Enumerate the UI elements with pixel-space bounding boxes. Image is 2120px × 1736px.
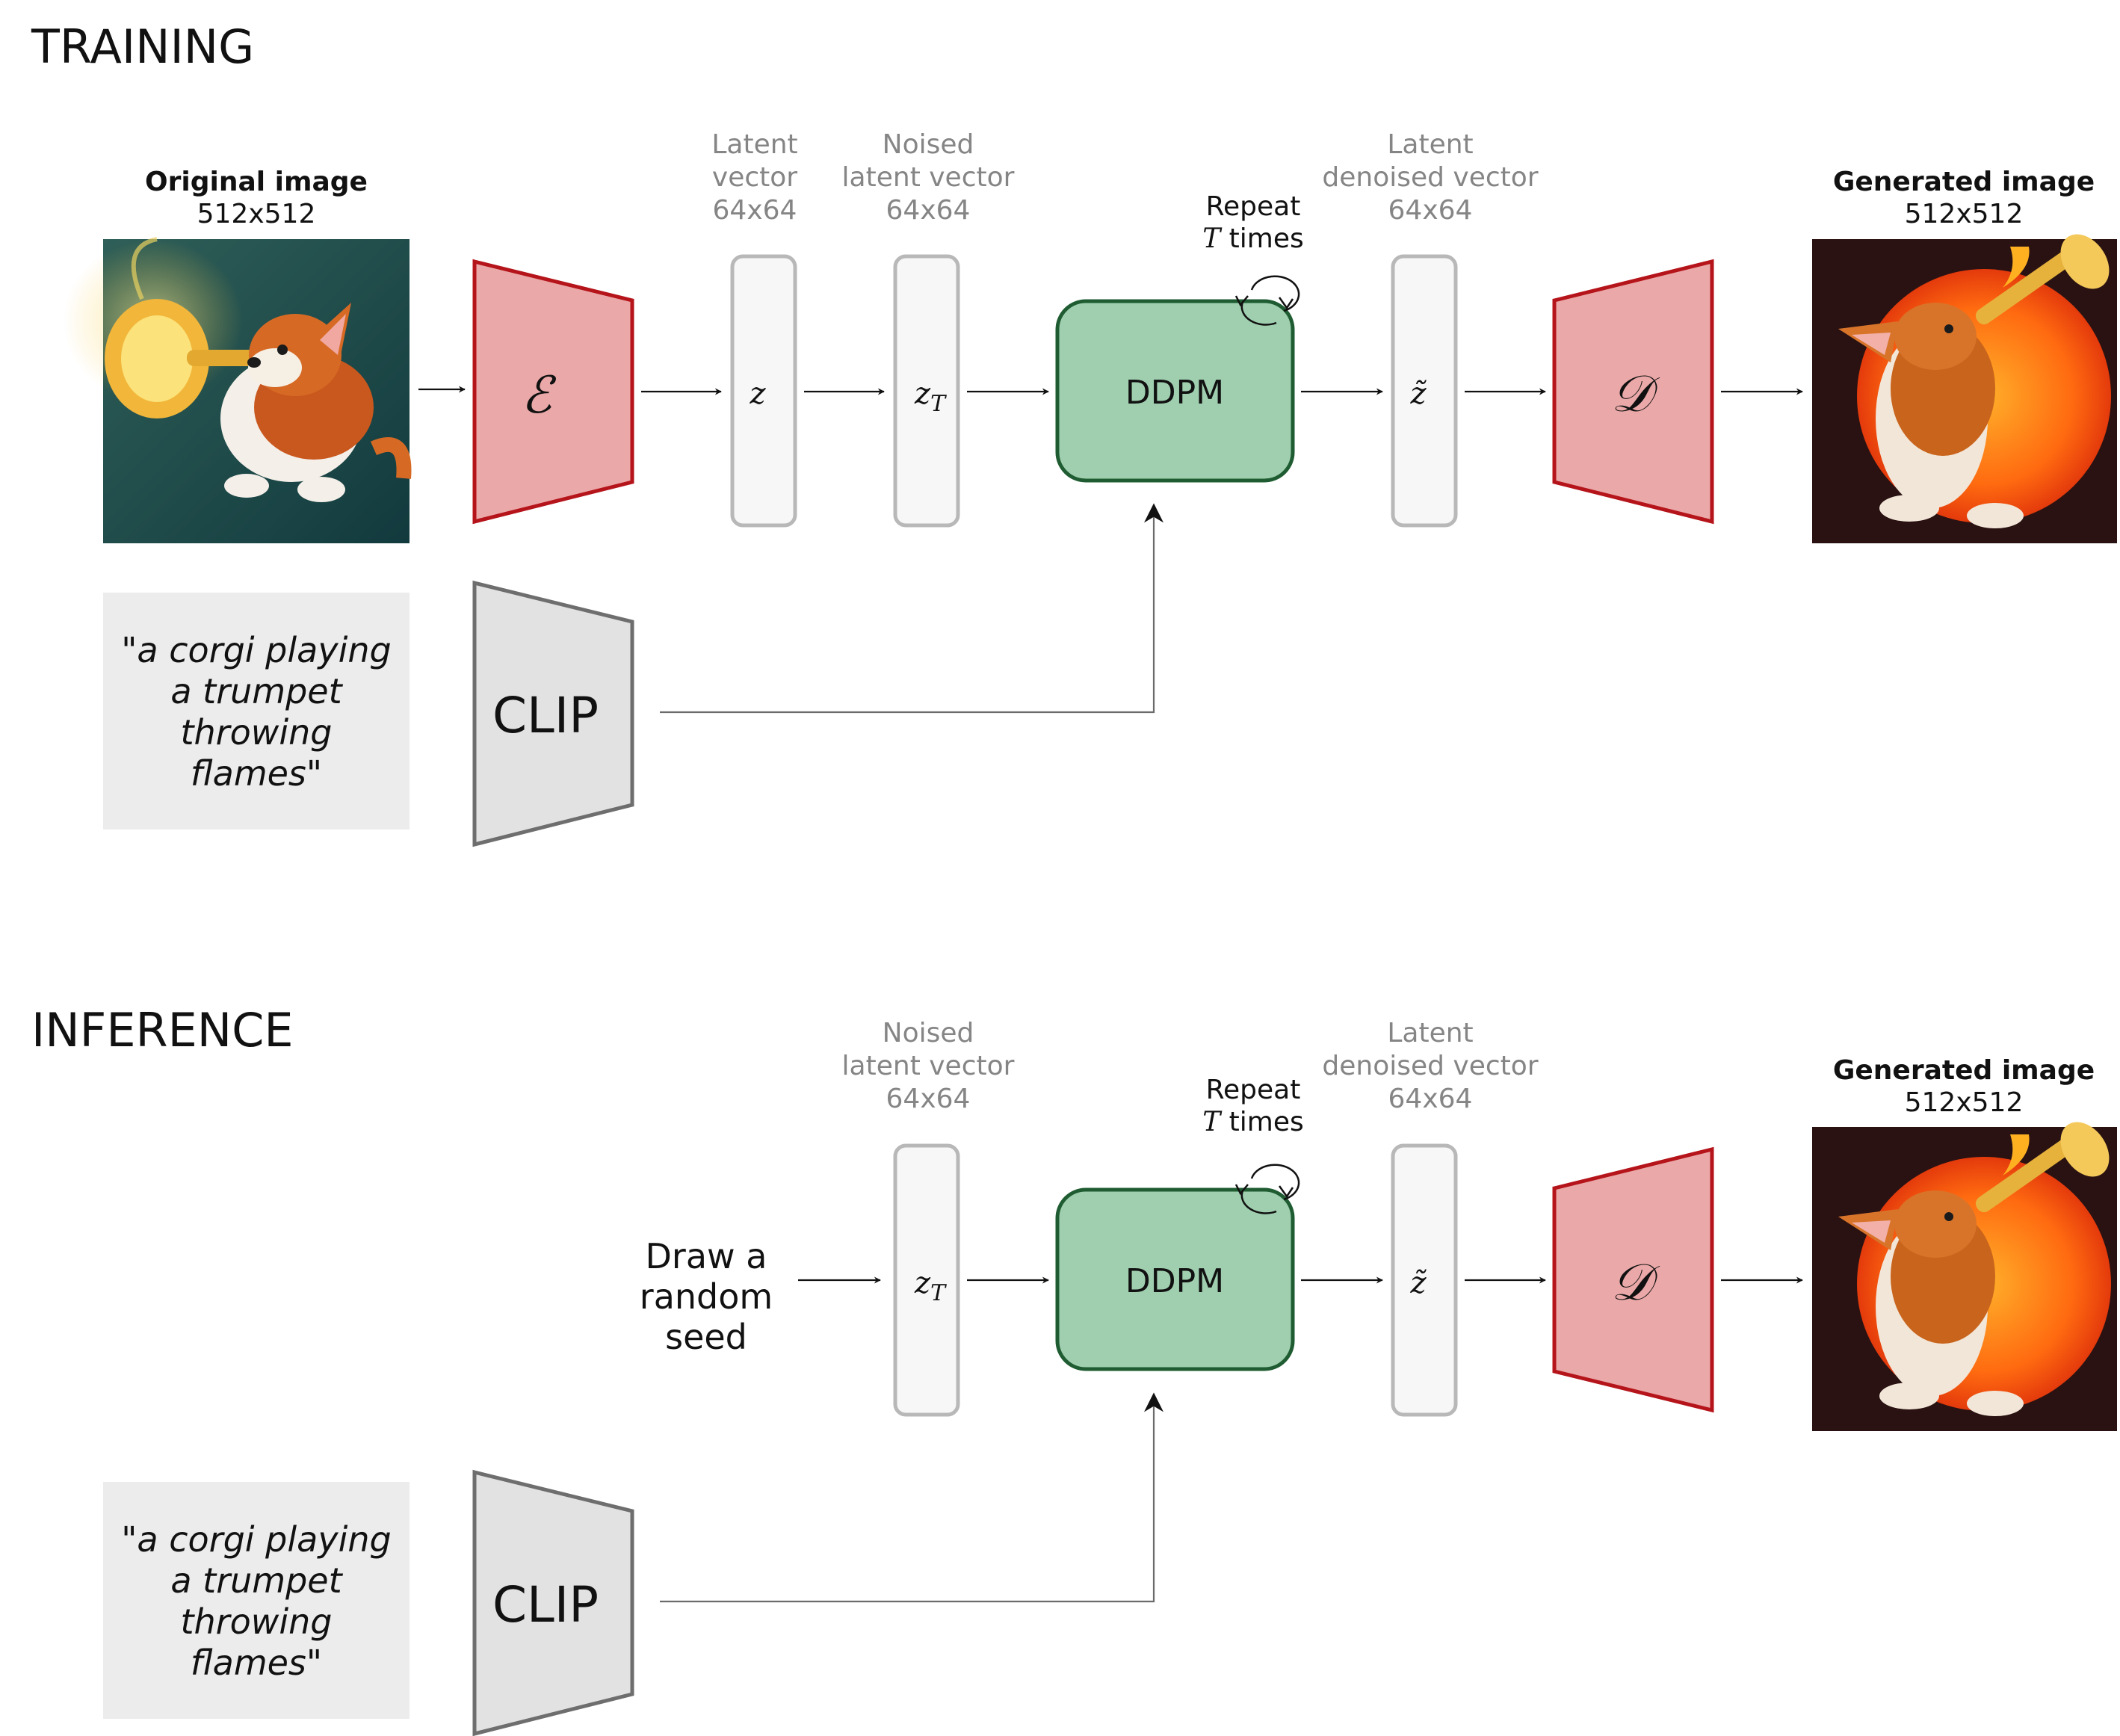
generated-image [1812, 234, 2117, 543]
generated-image-title: Generated image [1833, 167, 2095, 197]
inf-prompt-line-3: throwing [180, 1601, 332, 1642]
noised-vector-label-2: latent vector [842, 162, 1015, 193]
inf-denoised-vector-label-2: denoised vector [1322, 1051, 1538, 1081]
latent-vector-label-3: 64x64 [713, 195, 797, 226]
inf-prompt-line-2: a trumpet [170, 1560, 343, 1601]
encoder: ℰ [472, 259, 634, 525]
prompt-line-1: "a corgi playing [121, 630, 391, 670]
inf-noised-vector-symbol: zT [914, 1266, 947, 1306]
denoised-vector-label-2: denoised vector [1322, 162, 1538, 193]
decoder-shape [1552, 259, 1714, 525]
denoised-vector-symbol: z̃ [1409, 377, 1427, 411]
repeat-label-2: T times [1202, 223, 1304, 254]
inf-clip-label: CLIP [492, 1576, 599, 1634]
inf-denoised-vector-symbol: z̃ [1409, 1266, 1427, 1300]
inf-noised-vector-label-3: 64x64 [886, 1084, 971, 1114]
inf-prompt-box [103, 1482, 410, 1719]
inf-noised-vector-label-1: Noised [883, 1018, 974, 1048]
inference-title: INFERENCE [31, 1003, 294, 1057]
denoised-vector-label-3: 64x64 [1388, 195, 1473, 226]
noised-vector-label-1: Noised [883, 129, 974, 160]
latent-vector-box [730, 254, 797, 528]
clip-label: CLIP [492, 687, 599, 744]
inf-noised-vector-box [893, 1143, 960, 1417]
noised-vector-label-3: 64x64 [886, 195, 971, 226]
inf-denoised-vector-label-1: Latent [1387, 1018, 1473, 1048]
inf-repeat-loop-icon [1234, 1164, 1300, 1214]
prompt-line-4: flames" [191, 753, 322, 794]
inf-generated-image-size: 512x512 [1905, 1087, 2024, 1118]
inf-ddpm-box [1055, 1187, 1295, 1371]
training-section: TRAINING Original image 512x512 [31, 19, 2117, 847]
training-title: TRAINING [31, 19, 254, 74]
original-image-size: 512x512 [197, 199, 316, 229]
arrow-clip-to-ddpm [660, 503, 1163, 714]
encoder-symbol: ℰ [521, 366, 557, 425]
inf-decoder-shape [1552, 1146, 1714, 1413]
inf-decoder: 𝒟 [1552, 1146, 1714, 1413]
seed-line-3: seed [665, 1317, 747, 1357]
inf-denoised-vector-label-3: 64x64 [1388, 1084, 1473, 1114]
repeat-loop-icon [1234, 275, 1300, 326]
generated-image-size: 512x512 [1905, 199, 2024, 229]
ddpm-label: DDPM [1125, 374, 1224, 412]
seed-line-2: random [640, 1276, 773, 1317]
inf-ddpm-label: DDPM [1125, 1262, 1224, 1300]
inf-clip-shape [472, 1469, 634, 1736]
prompt-box [103, 593, 410, 830]
latent-vector-label-1: Latent [711, 129, 797, 160]
inf-repeat-label-1: Repeat [1206, 1075, 1301, 1105]
inf-clip-encoder: CLIP [472, 1469, 634, 1736]
ddpm-box [1055, 299, 1295, 483]
inf-prompt-line-1: "a corgi playing [121, 1519, 391, 1560]
decoder: 𝒟 [1552, 259, 1714, 525]
inf-repeat-label-2: T times [1202, 1107, 1304, 1137]
original-image-title: Original image [145, 167, 368, 197]
noised-vector-symbol: zT [914, 377, 947, 417]
original-image [64, 237, 412, 543]
repeat-label-1: Repeat [1206, 191, 1301, 222]
arrow-inf-clip-to-ddpm [660, 1392, 1163, 1603]
inf-noised-vector-label-2: latent vector [842, 1051, 1015, 1081]
seed-line-1: Draw a [646, 1236, 767, 1276]
denoised-vector-label-1: Latent [1387, 129, 1473, 160]
noised-vector-box [893, 254, 960, 528]
inf-denoised-vector-box [1391, 1143, 1458, 1417]
latent-vector-symbol: z [749, 377, 766, 411]
inf-generated-image [1812, 1122, 2117, 1431]
latent-vector-label-2: vector [712, 162, 797, 193]
encoder-shape [472, 259, 634, 525]
prompt-line-3: throwing [180, 712, 332, 753]
inference-section: INFERENCE Draw a random seed Noised late… [31, 1003, 2117, 1736]
clip-shape [472, 580, 634, 847]
prompt-line-2: a trumpet [170, 671, 343, 711]
denoised-vector-box [1391, 254, 1458, 528]
inf-generated-image-title: Generated image [1833, 1055, 2095, 1086]
clip-encoder: CLIP [472, 580, 634, 847]
inf-prompt-line-4: flames" [191, 1643, 322, 1683]
